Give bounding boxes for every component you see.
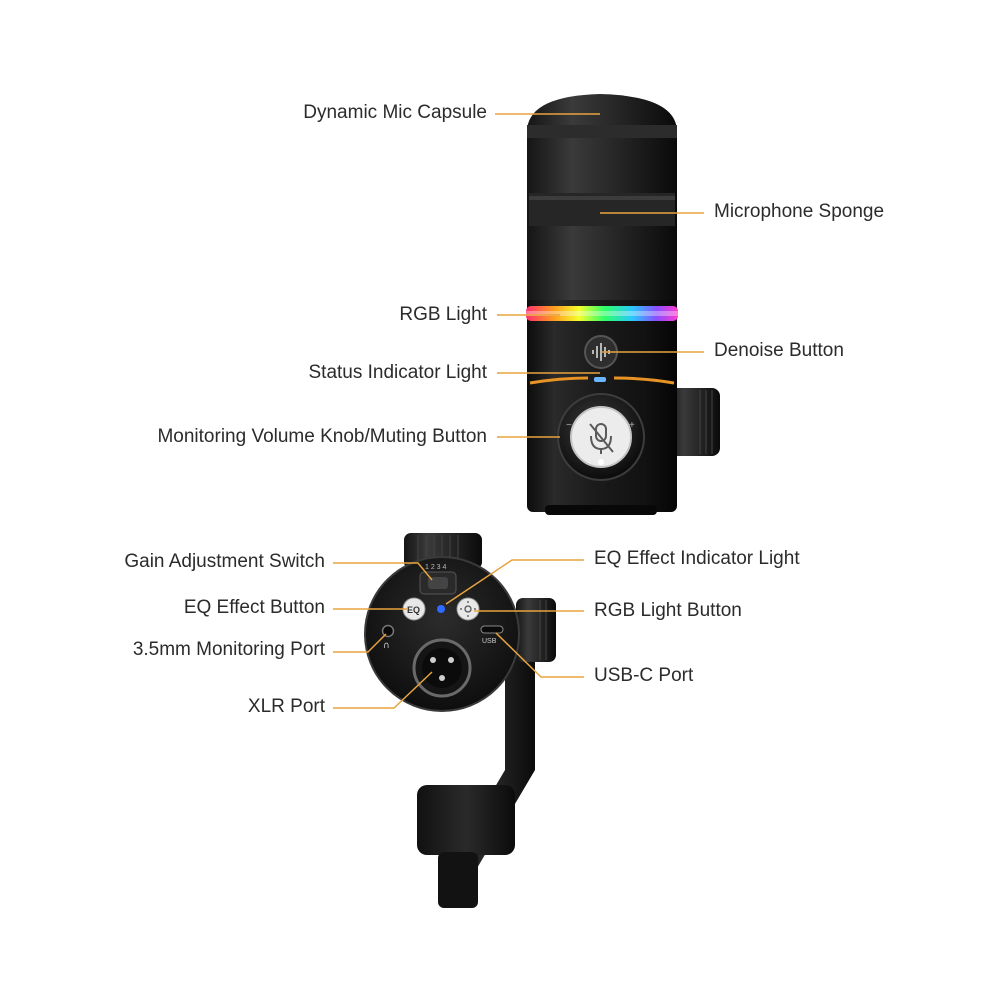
callout-monitoring-port — [333, 633, 387, 653]
callout-gain-adjustment-switch — [333, 562, 433, 581]
callout-eq-effect-indicator-light — [445, 559, 584, 605]
label-status-indicator-light: Status Indicator Light — [308, 362, 488, 383]
light-icon — [460, 601, 476, 617]
label-rgb-light-button: RGB Light Button — [594, 600, 742, 621]
callout-xlr-port — [333, 671, 433, 709]
status-glow-left — [529, 376, 589, 385]
headphone-icon: ∩ — [383, 641, 390, 651]
knob-plus-mark: + — [629, 420, 635, 431]
label-rgb-light: RGB Light — [399, 304, 487, 325]
bottom-panel — [364, 556, 520, 712]
microphone-body: − + — [526, 94, 720, 515]
mounting-arm — [440, 640, 535, 880]
rgb-light-ring — [526, 306, 678, 321]
label-eq-effect-indicator-light: EQ Effect Indicator Light — [594, 548, 800, 569]
mic-muted-icon — [589, 423, 614, 454]
usb-mark: USB — [482, 638, 497, 645]
usb-c-port — [480, 625, 504, 634]
eq-effect-indicator-light — [437, 605, 445, 613]
label-monitoring-port: 3.5mm Monitoring Port — [132, 639, 325, 660]
side-mount-knob — [668, 388, 720, 456]
side-adjust-knob — [516, 598, 556, 662]
callout-lines — [333, 113, 704, 709]
capsule-ring — [527, 125, 677, 138]
rgb-light-button[interactable] — [456, 597, 480, 621]
label-usb-c-port: USB-C Port — [594, 665, 694, 686]
eq-button-mark: EQ — [407, 605, 420, 615]
status-glow-right — [613, 376, 675, 385]
gain-scale-marks: 1 2 3 4 — [425, 564, 447, 571]
mounting-block — [417, 785, 515, 855]
label-eq-effect-button: EQ Effect Button — [183, 597, 325, 618]
label-microphone-sponge: Microphone Sponge — [714, 201, 885, 222]
knob-minus-mark: − — [566, 420, 572, 431]
mount-post — [438, 852, 478, 908]
label-gain-adjustment-switch: Gain Adjustment Switch — [124, 551, 325, 572]
status-indicator-light — [594, 377, 606, 382]
microphone-bottom-view: 1 2 3 4 EQ ∩ USB — [364, 533, 556, 908]
label-monitoring-volume-knob: Monitoring Volume Knob/Muting Button — [157, 426, 487, 447]
label-denoise-button: Denoise Button — [714, 340, 844, 361]
label-dynamic-mic-capsule: Dynamic Mic Capsule — [303, 102, 487, 123]
label-xlr-port: XLR Port — [247, 696, 325, 717]
callout-usb-c-port — [495, 632, 584, 678]
